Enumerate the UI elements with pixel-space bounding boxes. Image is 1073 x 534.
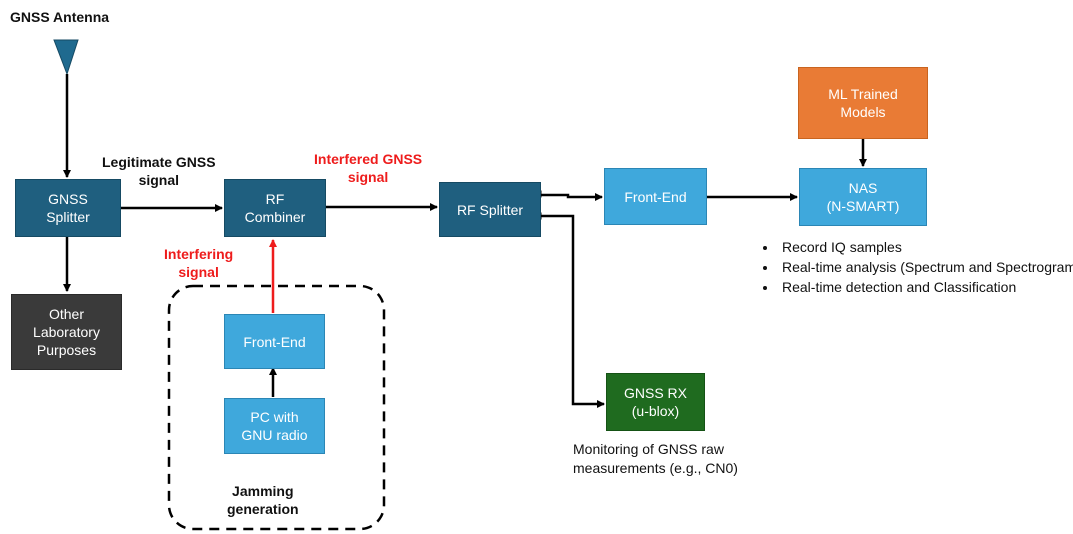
front-end-jam-block[interactable]: Front-End: [224, 314, 325, 369]
jamming-generation-label: Jamming generation: [227, 483, 299, 517]
antenna-icon: [53, 39, 79, 76]
gnss-splitter-label: GNSS Splitter: [46, 191, 90, 225]
nas-capabilities-list: Record IQ samples Real-time analysis (Sp…: [756, 237, 1073, 297]
gnss-rx-block[interactable]: GNSS RX (u-blox): [606, 373, 705, 431]
gnss-splitter-block[interactable]: GNSS Splitter: [15, 179, 121, 237]
monitoring-note: Monitoring of GNSS raw measurements (e.g…: [573, 441, 738, 476]
ml-models-block[interactable]: ML Trained Models: [798, 67, 928, 139]
antenna-title: GNSS Antenna: [10, 9, 110, 25]
nas-bullet-analysis: Real-time analysis (Spectrum and Spectro…: [778, 257, 1073, 277]
interfering-signal-label: Interfering signal: [164, 246, 234, 280]
nas-bullet-record: Record IQ samples: [778, 237, 1073, 257]
nas-label: NAS (N-SMART): [826, 180, 900, 214]
rf-splitter-block[interactable]: RF Splitter: [439, 182, 541, 237]
front-end-main-block[interactable]: Front-End: [604, 168, 707, 225]
other-laboratory-block[interactable]: Other Laboratory Purposes: [11, 294, 122, 370]
pc-gnu-radio-block[interactable]: PC with GNU radio: [224, 398, 325, 454]
front-end-main-label: Front-End: [624, 188, 687, 205]
other-laboratory-label: Other Laboratory Purposes: [33, 306, 100, 358]
arrow-rfsplitter-to-gnssrx: [541, 214, 605, 408]
front-end-jam-label: Front-End: [243, 333, 306, 350]
jamming-enclosure: [167, 284, 386, 531]
pc-gnu-radio-label: PC with GNU radio: [241, 409, 308, 443]
gnss-rx-label: GNSS RX (u-blox): [623, 385, 687, 419]
interfered-signal-label: Interfered GNSS signal: [314, 151, 423, 185]
legitimate-signal-label: Legitimate GNSS signal: [102, 154, 216, 188]
rf-combiner-label: RF Combiner: [244, 191, 306, 225]
rf-splitter-label: RF Splitter: [456, 201, 524, 218]
nas-bullet-detection: Real-time detection and Classification: [778, 277, 1073, 297]
ml-models-label: ML Trained Models: [828, 86, 898, 120]
nas-block[interactable]: NAS (N-SMART): [799, 168, 927, 226]
rf-combiner-block[interactable]: RF Combiner: [224, 179, 326, 237]
arrow-rfsplitter-to-frontend: [541, 193, 603, 201]
